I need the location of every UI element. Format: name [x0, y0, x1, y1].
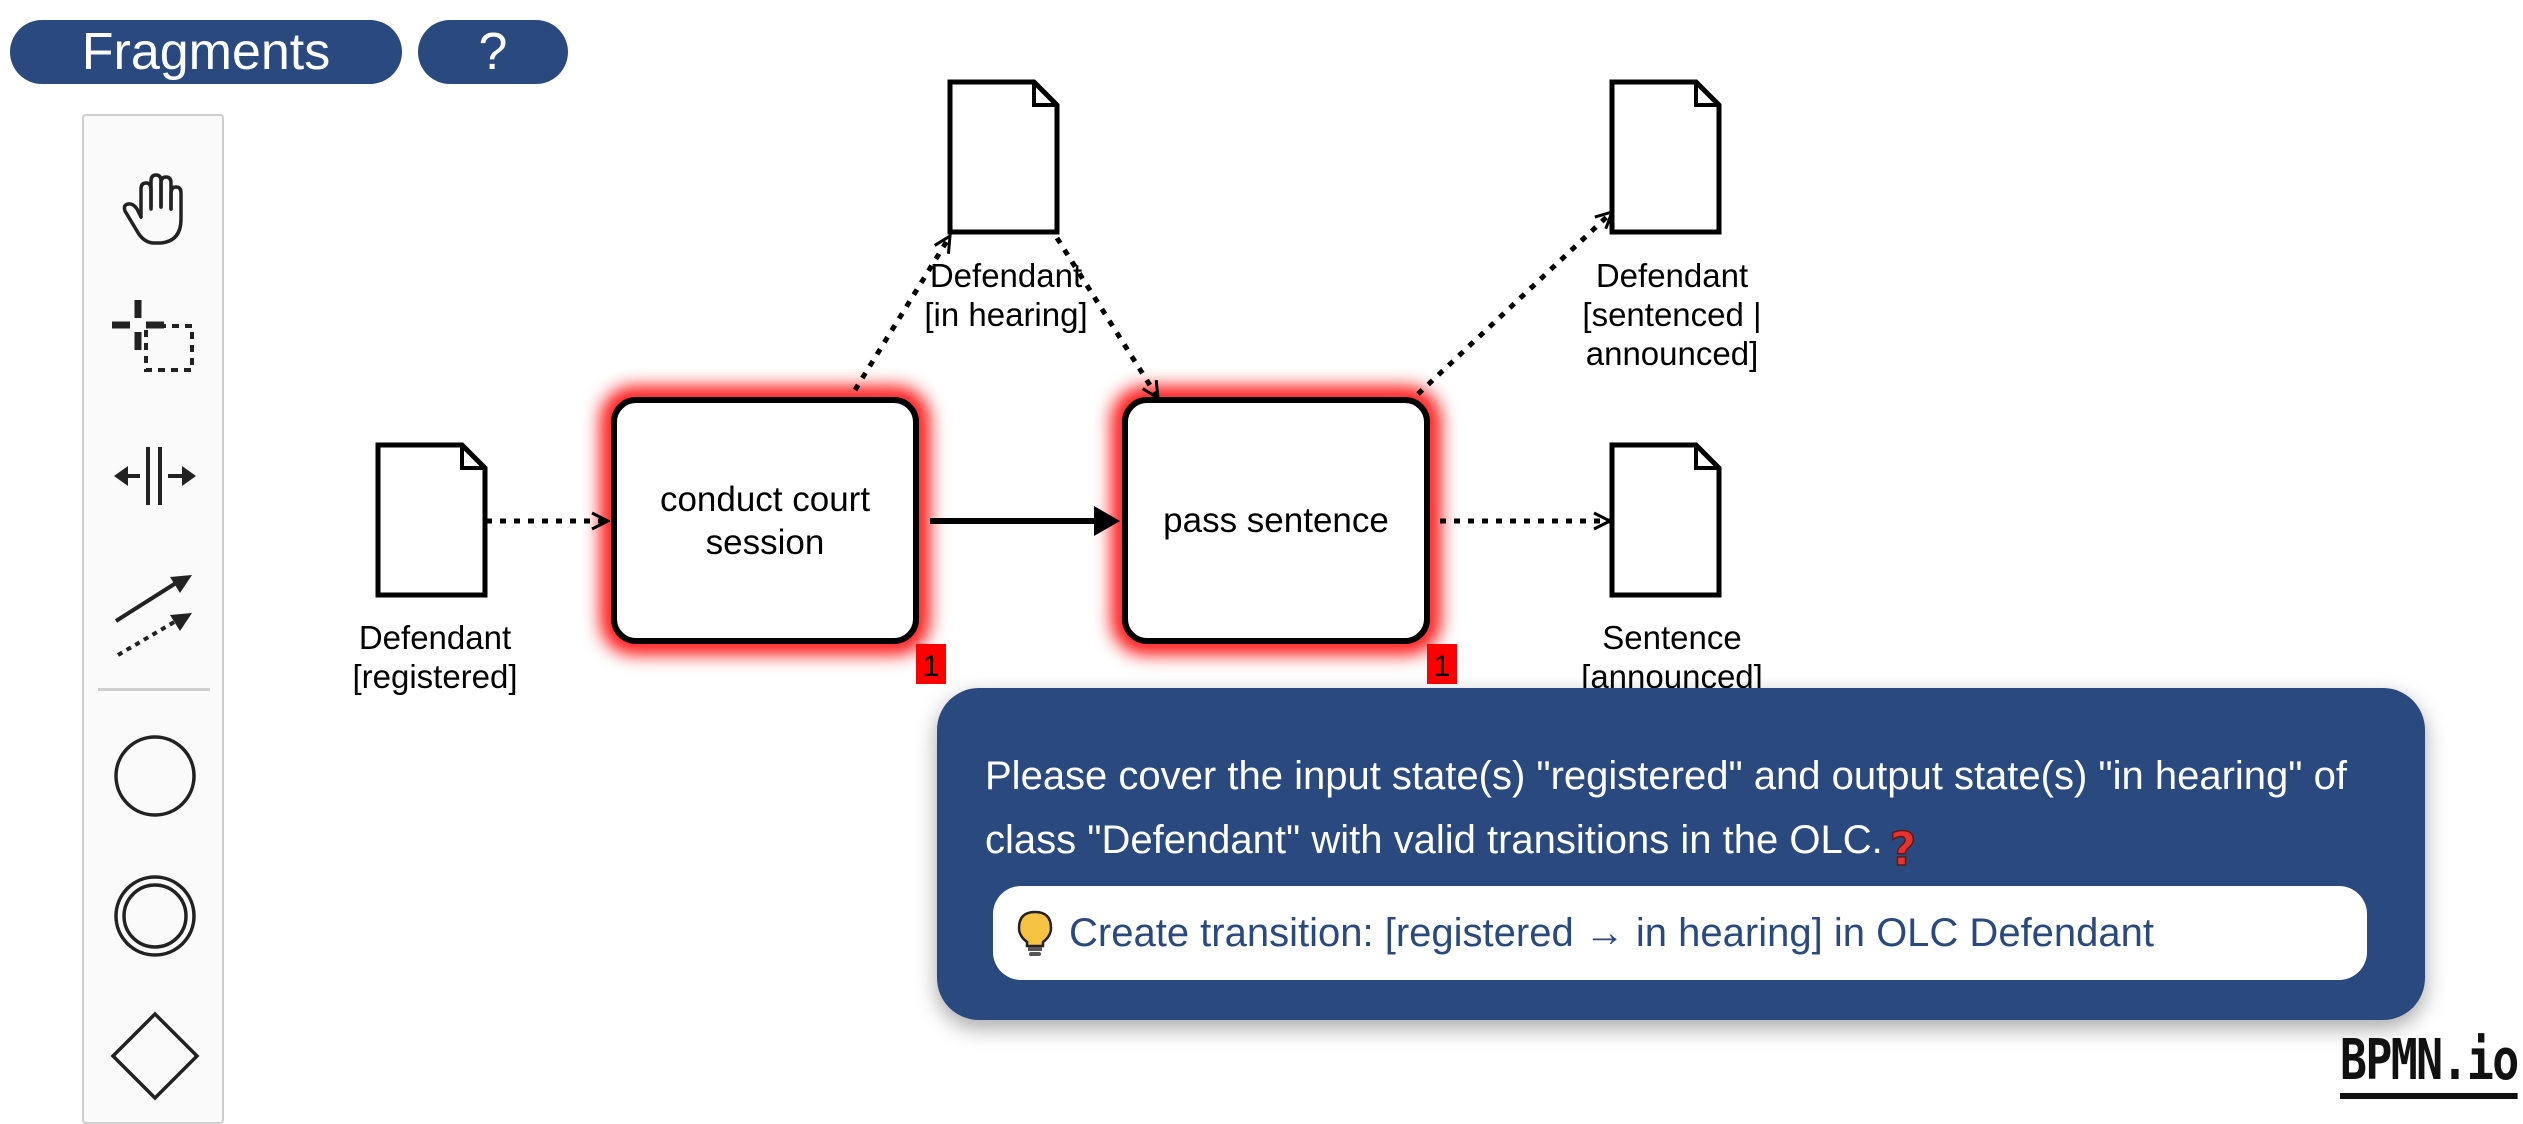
fragments-button[interactable]: Fragments: [10, 20, 402, 84]
output-association[interactable]: [1416, 212, 1612, 396]
tool-palette: [82, 114, 224, 1124]
bpmn-io-logo-text: BPMN.io: [2340, 1028, 2519, 1099]
task-label: conduct court session: [659, 479, 871, 562]
data-object-defendant-sentenced[interactable]: [1609, 79, 1722, 235]
hint-text: Create transition: [registered → in hear…: [1069, 910, 2155, 955]
palette-separator: [98, 688, 210, 691]
bpmn-io-logo[interactable]: BPMN.io: [2340, 1028, 2519, 1099]
error-badge[interactable]: 1: [1427, 644, 1457, 684]
lightbulb-icon: [1017, 910, 1053, 956]
data-object-label: Defendant [registered]: [352, 619, 518, 695]
space-tool-icon[interactable]: [84, 421, 226, 531]
data-object-label: Defendant [in hearing]: [924, 257, 1088, 333]
data-object-label: Sentence [announced]: [1581, 619, 1763, 695]
hint-suggestion[interactable]: Create transition: [registered → in hear…: [993, 886, 2367, 980]
data-object-defendant-registered[interactable]: [375, 442, 488, 598]
connect-tool-icon[interactable]: [84, 561, 226, 671]
gateway-icon[interactable]: [84, 996, 226, 1116]
help-button[interactable]: ?: [418, 20, 568, 84]
sequence-flow-arrowhead: [1094, 506, 1120, 536]
popup-message-text: Please cover the input state(s) "registe…: [985, 754, 2347, 862]
data-object-sentence-announced[interactable]: [1609, 442, 1722, 598]
data-object-label: Defendant [sentenced | announced]: [1582, 257, 1762, 372]
validation-popup: Please cover the input state(s) "registe…: [937, 688, 2425, 1020]
hand-tool-icon[interactable]: [84, 154, 226, 264]
task-conduct-court-session[interactable]: [611, 397, 919, 644]
data-object-defendant-in-hearing[interactable]: [947, 79, 1060, 235]
input-association[interactable]: [1054, 236, 1161, 398]
output-association[interactable]: [852, 236, 953, 392]
task-label: pass sentence: [1163, 501, 1389, 540]
start-event-icon[interactable]: [84, 716, 226, 836]
lasso-tool-icon[interactable]: [84, 286, 226, 396]
question-mark-icon[interactable]: ?: [1889, 825, 1917, 873]
svg-text:?: ?: [1889, 825, 1916, 873]
task-pass-sentence[interactable]: [1122, 397, 1430, 644]
error-badge[interactable]: 1: [916, 644, 946, 684]
intermediate-event-icon[interactable]: [84, 856, 226, 976]
popup-message: Please cover the input state(s) "registe…: [985, 744, 2377, 873]
